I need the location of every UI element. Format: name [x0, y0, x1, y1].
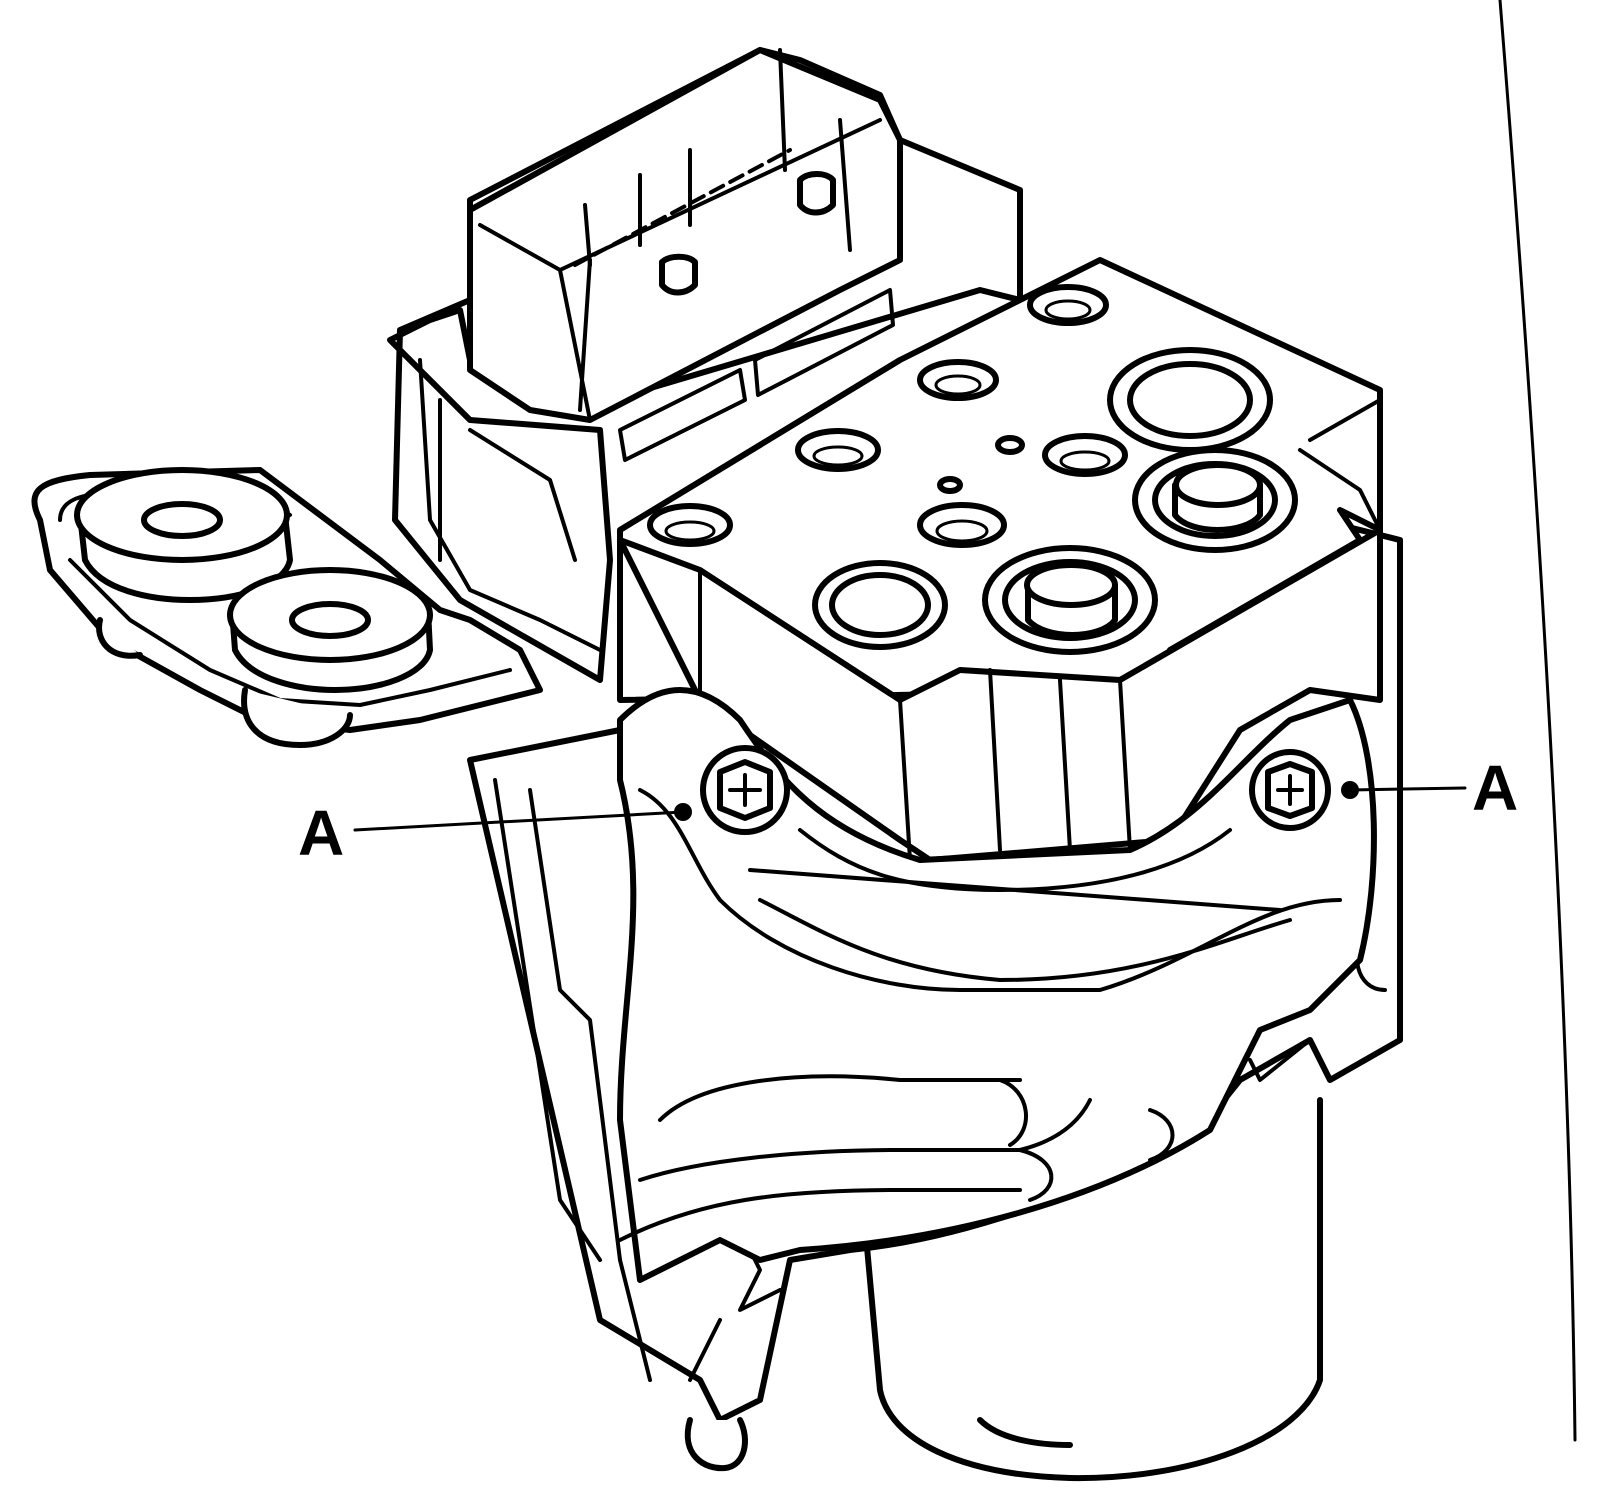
callout-right-label: A — [1472, 752, 1518, 824]
control-module — [387, 47, 1023, 683]
front-bracket-plate — [617, 687, 1377, 1283]
port-6 — [917, 502, 1007, 548]
port-4 — [1042, 433, 1128, 477]
port-3 — [795, 428, 881, 472]
callout-right-dot — [1341, 781, 1359, 799]
callout-right: A — [1341, 752, 1518, 824]
callout-left: A — [298, 797, 692, 869]
callout-left-dot — [674, 803, 692, 821]
hydraulic-block — [617, 257, 1383, 863]
page-edge-line — [1498, 0, 1577, 1442]
port-5 — [647, 503, 733, 547]
mounting-bracket — [31, 467, 543, 748]
callout-left-label: A — [298, 797, 344, 869]
